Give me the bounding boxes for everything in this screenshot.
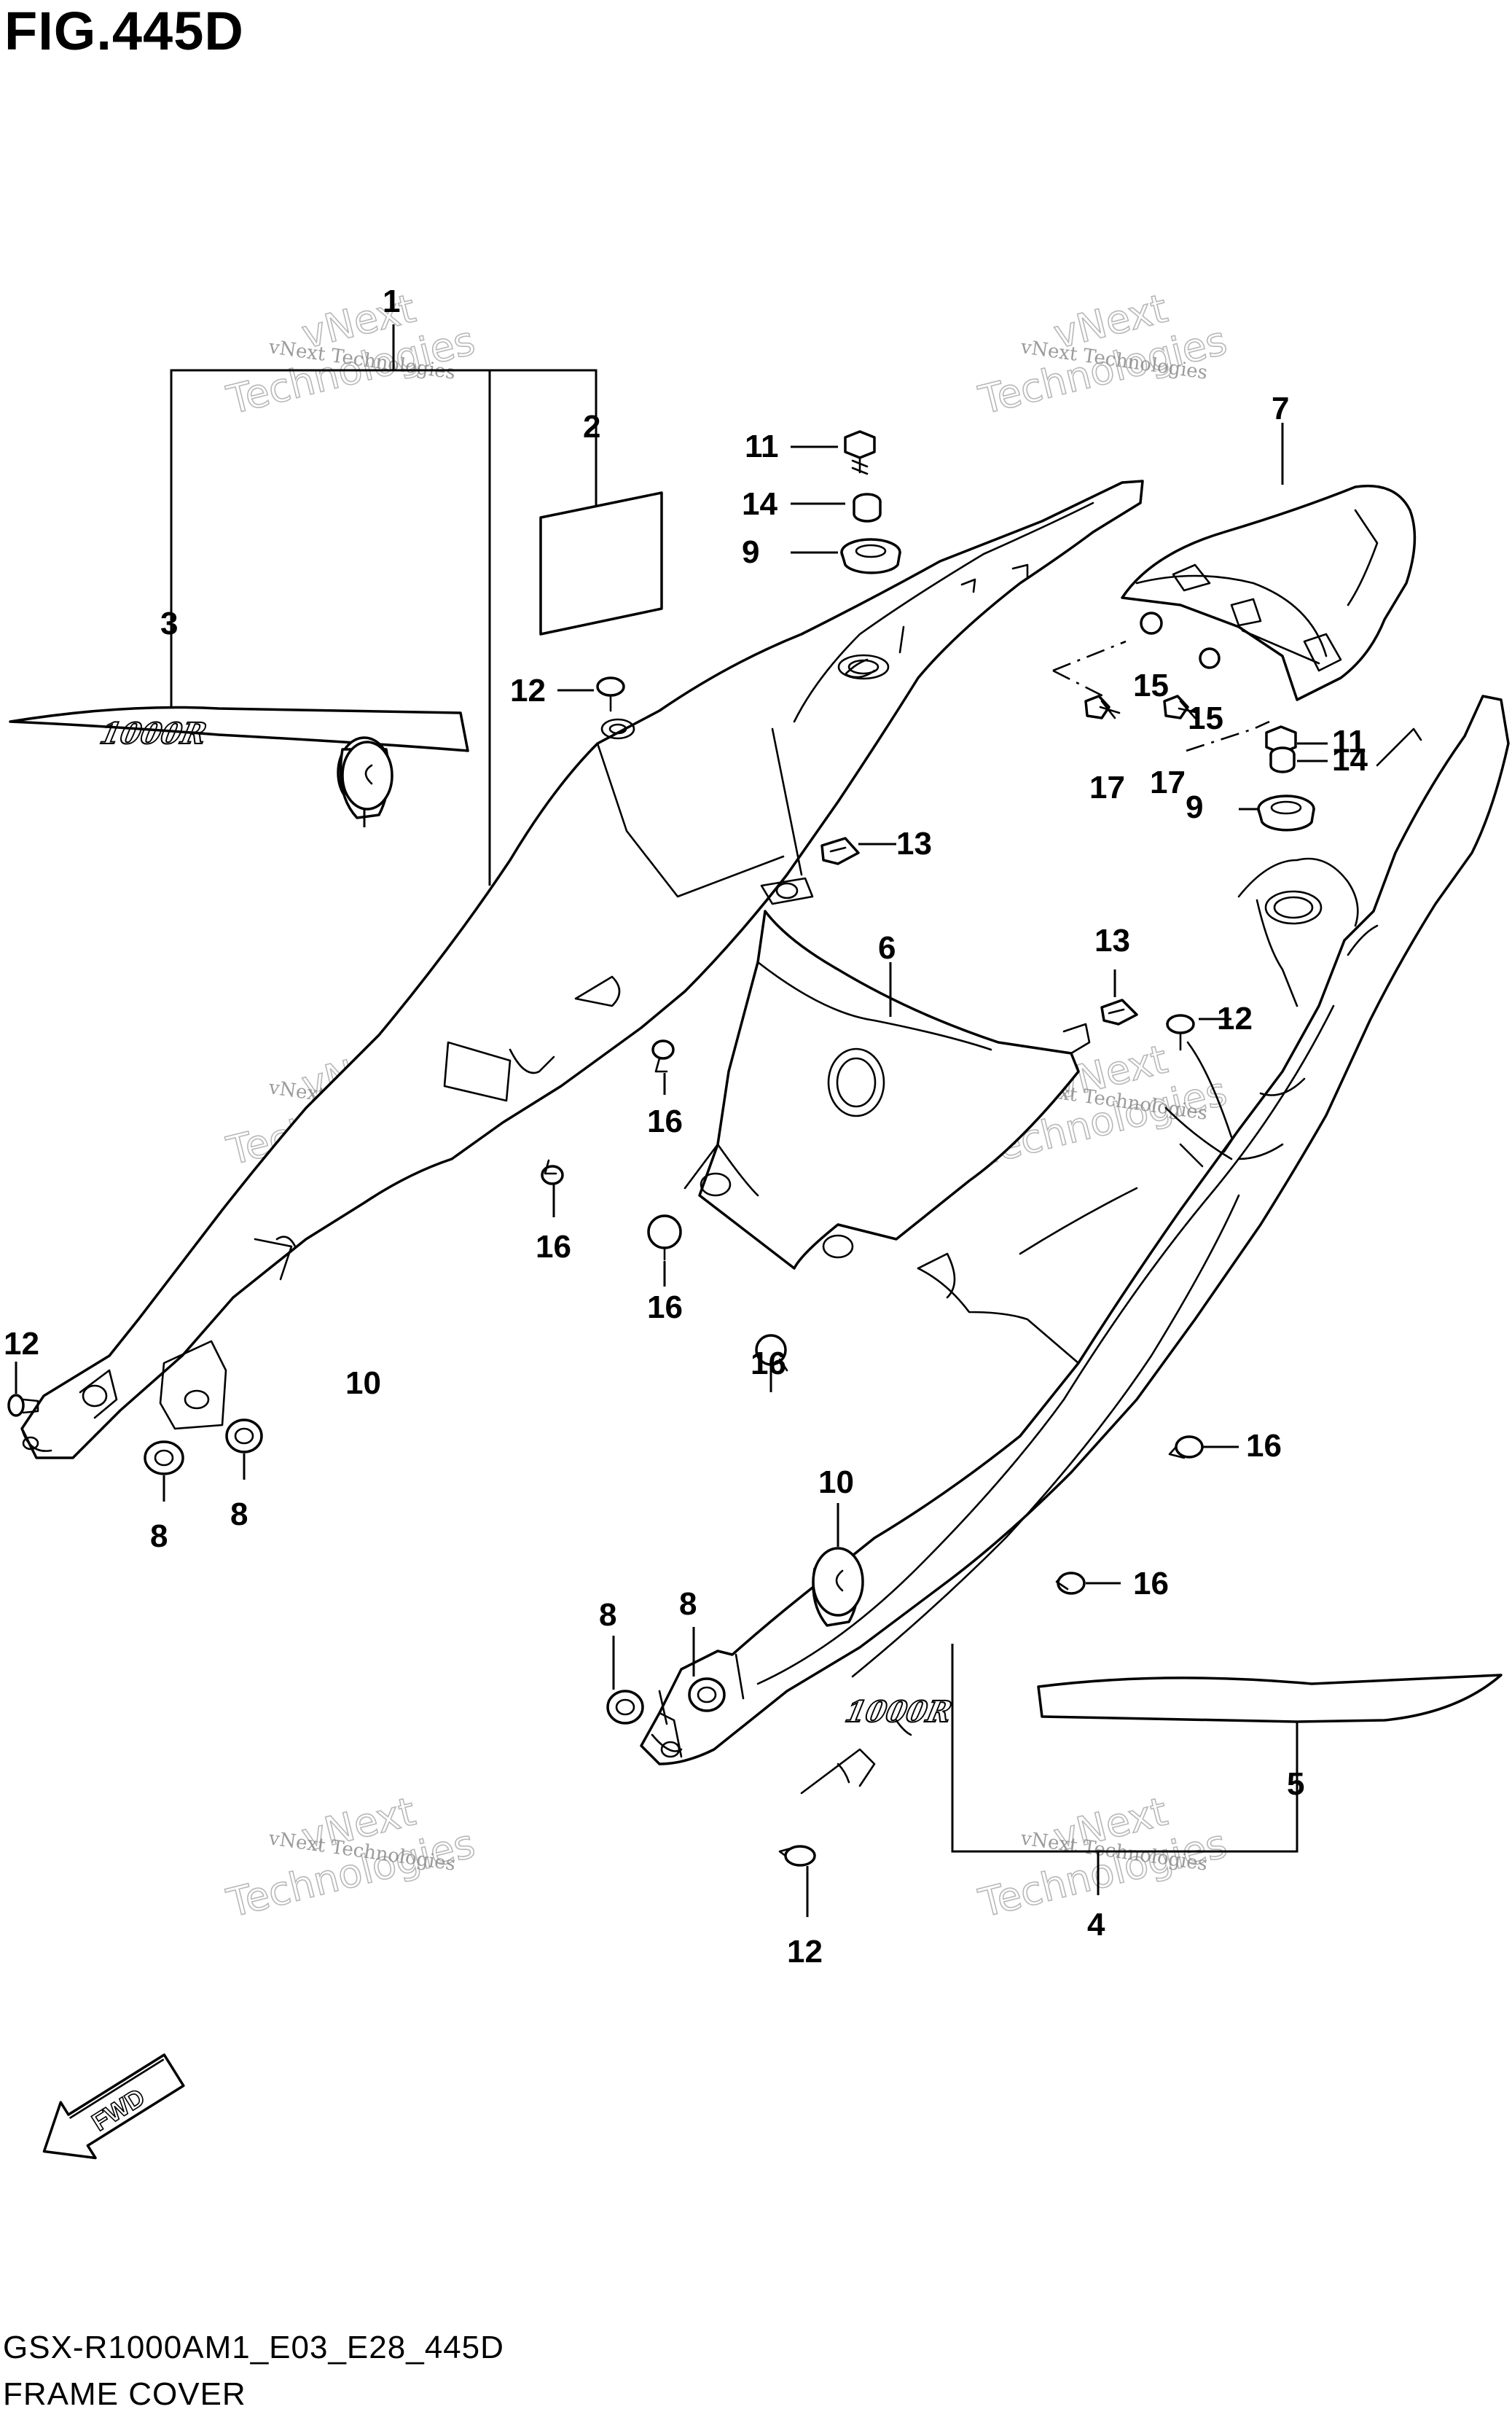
rear-center-cover-part-6 xyxy=(683,877,1091,1270)
callout-3: 3 xyxy=(160,606,178,641)
callout-numbers: 1 2 3 4 5 6 7 8 8 8 8 9 9 10 10 11 11 12… xyxy=(4,284,1368,1970)
seat-cowl-part-7 xyxy=(1052,484,1417,752)
clip-nut-part-13-right xyxy=(1100,999,1138,1026)
grommet-part-9-top xyxy=(840,538,901,574)
callout-17: 17 xyxy=(1150,765,1186,800)
watermark-bottom-right: Technologies vNext vNext Technologies xyxy=(974,1788,1231,1927)
rubber-part-10-left xyxy=(337,736,393,819)
collar-part-8-c xyxy=(606,1690,644,1725)
callout-16: 16 xyxy=(536,1229,571,1265)
callout-8: 8 xyxy=(679,1586,697,1622)
emblem-decal-part-2 xyxy=(539,491,663,636)
callout-11: 11 xyxy=(745,429,779,464)
callout-8: 8 xyxy=(230,1496,248,1532)
callout-16: 16 xyxy=(647,1289,683,1325)
fwd-arrow-icon: FWD xyxy=(42,2053,185,2160)
callout-12: 12 xyxy=(4,1326,39,1362)
watermark-top-left: Technologies vNext vNext Technologies xyxy=(222,285,479,424)
callout-12: 12 xyxy=(510,673,546,709)
collar-part-8-b xyxy=(225,1418,263,1453)
rivet-part-16-f xyxy=(1055,1572,1086,1595)
callout-16: 16 xyxy=(751,1346,786,1381)
callout-1: 1 xyxy=(383,284,400,319)
callout-17: 17 xyxy=(1089,770,1125,805)
screw-part-12-left xyxy=(7,1394,39,1417)
callout-12: 12 xyxy=(1217,1001,1253,1037)
rivet-part-16-c xyxy=(647,1214,682,1261)
section-name-label: FRAME COVER xyxy=(3,2376,246,2412)
callout-4: 4 xyxy=(1087,1907,1105,1943)
decal-set-bracket xyxy=(170,324,598,886)
callout-5: 5 xyxy=(1287,1766,1304,1802)
callout-12: 12 xyxy=(787,1934,823,1970)
rivet-part-16-a xyxy=(651,1039,675,1073)
figure-title: FIG.445D xyxy=(4,1,244,61)
bolt-part-17-right xyxy=(1163,695,1200,719)
rivet-part-16-b xyxy=(541,1159,564,1185)
bolt-part-17-left xyxy=(1084,695,1121,719)
leader-lines xyxy=(15,423,1328,1917)
side-decal-part-5: 1000R xyxy=(842,1674,1503,1730)
grommet-part-9-right xyxy=(1257,795,1315,832)
rubber-part-10-right xyxy=(812,1547,864,1627)
decal-logo-text: 1000R xyxy=(842,1694,955,1728)
collar-part-8-a xyxy=(144,1440,184,1475)
callout-9: 9 xyxy=(742,534,759,570)
callout-13: 13 xyxy=(896,826,932,862)
watermark-bottom-left: Technologies vNext vNext Technologies xyxy=(222,1788,479,1927)
callout-16: 16 xyxy=(1133,1566,1169,1601)
screw-part-12-bottom xyxy=(778,1845,816,1867)
decal-set-bracket-right xyxy=(951,1644,1298,1895)
callout-2: 2 xyxy=(583,409,600,445)
left-frame-cover xyxy=(20,480,1144,1459)
decal-logo-text: 1000R xyxy=(97,716,210,750)
callout-9: 9 xyxy=(1186,789,1203,825)
callout-6: 6 xyxy=(878,930,896,966)
collar-part-14-top xyxy=(853,493,882,523)
callout-8: 8 xyxy=(599,1597,616,1633)
callout-10: 10 xyxy=(345,1365,381,1401)
callout-10: 10 xyxy=(818,1464,854,1500)
callout-8: 8 xyxy=(150,1518,168,1554)
cap-part-15-right xyxy=(1199,647,1221,669)
callout-14: 14 xyxy=(1332,742,1368,778)
watermark-top-right: Technologies vNext vNext Technologies xyxy=(974,285,1231,424)
screw-part-12-upper xyxy=(596,676,625,712)
callout-11: 11 xyxy=(1332,724,1366,760)
clip-nut-part-13-upper xyxy=(820,837,860,865)
side-decal-part-3: 1000R xyxy=(9,706,469,752)
callout-16: 16 xyxy=(1246,1428,1282,1464)
cap-part-15-left xyxy=(1140,612,1163,635)
callout-15: 15 xyxy=(1133,668,1169,703)
screw-part-12-center-right xyxy=(1166,1014,1195,1051)
right-frame-cover xyxy=(640,695,1510,1795)
rivet-part-16-d xyxy=(755,1334,788,1372)
rivet-part-16-e xyxy=(1168,1435,1204,1459)
model-code-label: GSX-R1000AM1_E03_E28_445D xyxy=(3,2330,504,2365)
callout-15: 15 xyxy=(1188,700,1223,736)
callout-16: 16 xyxy=(647,1104,683,1139)
collar-part-14-right xyxy=(1269,746,1296,773)
screw-part-11-top xyxy=(844,430,876,475)
collar-part-8-d xyxy=(688,1677,726,1712)
callout-14: 14 xyxy=(742,486,777,522)
callout-7: 7 xyxy=(1272,391,1289,426)
callout-13: 13 xyxy=(1094,923,1130,959)
